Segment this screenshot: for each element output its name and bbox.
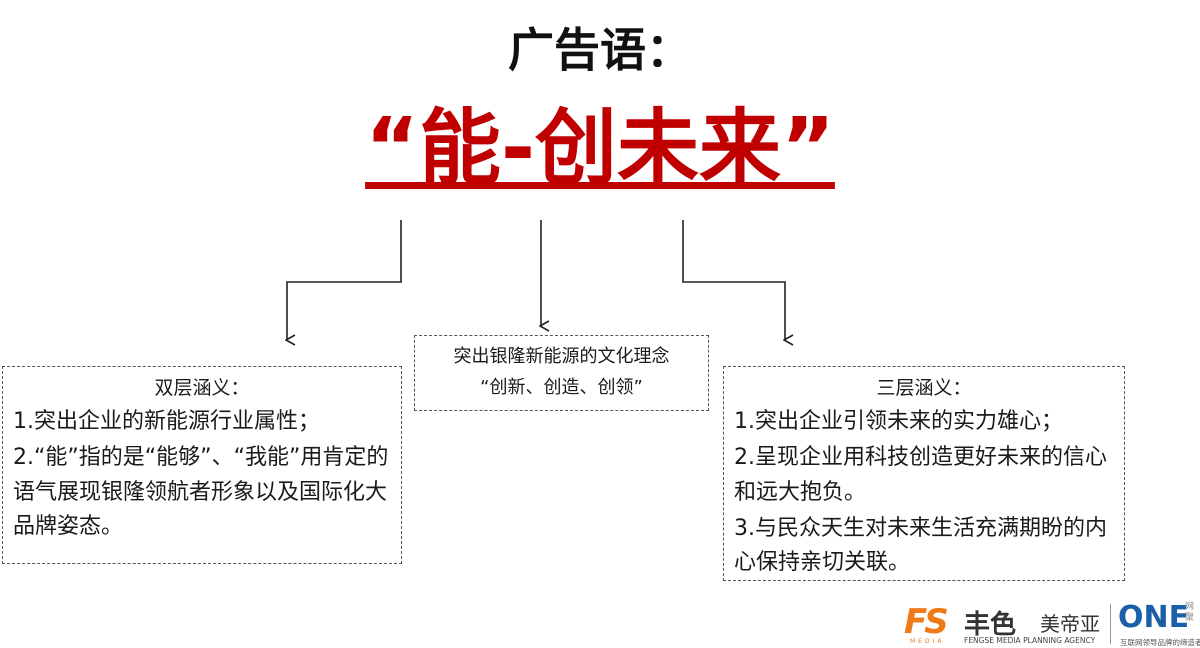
culture-concept-line-1: 突出银隆新能源的文化理念 xyxy=(453,346,670,367)
double-meaning-box: 双层涵义： 1.突出企业的新能源行业属性； 2.“能”指的是“能够”、“我能”用… xyxy=(2,366,402,564)
culture-concept-box: 突出银隆新能源的文化理念 “创新、创造、创领” xyxy=(414,335,709,411)
fs-logo-icon: FS xyxy=(904,602,949,642)
slogan: “能-创未来” xyxy=(0,100,1200,198)
footer-logos: FS MEDIA 丰色 美帝亚 FENGSE MEDIA PLANNING AG… xyxy=(900,600,1200,647)
triple-meaning-box: 三层涵义： 1.突出企业引领未来的实力雄心； 2.呈现企业用科技创造更好未来的信… xyxy=(723,366,1125,581)
double-meaning-point-2: 2.“能”指的是“能够”、“我能”用肯定的语气展现银隆领航者形象以及国际化大品牌… xyxy=(13,445,389,539)
logo-divider xyxy=(1110,604,1111,644)
brand-name-cn: 丰色 xyxy=(964,610,1017,640)
page-title: 广告语： xyxy=(508,23,692,77)
triple-meaning-point-2: 2.呈现企业用科技创造更好未来的信心和远大抱负。 xyxy=(734,445,1107,505)
double-meaning-heading: 双层涵义： xyxy=(154,377,250,399)
arrow-right xyxy=(682,220,785,340)
culture-concept-line-2: “创新、创造、创领” xyxy=(480,376,643,398)
one-logo: ONE xyxy=(1118,600,1190,635)
triple-meaning-point-3: 3.与民众天生对未来生活充满期盼的内心保持亲切关联。 xyxy=(734,515,1107,575)
double-meaning-point-1: 1.突出企业的新能源行业属性； xyxy=(13,409,320,435)
arrow-left xyxy=(287,220,402,340)
fs-logo-media: MEDIA xyxy=(910,638,945,645)
brand-name-en: FENGSE MEDIA PLANNING AGENCY xyxy=(964,636,1096,645)
slogan-text: “能-创未来” xyxy=(365,101,835,196)
triple-meaning-point-1: 1.突出企业引领未来的实力雄心； xyxy=(734,409,1063,435)
triple-meaning-heading: 三层涵义： xyxy=(876,377,972,399)
one-logo-side: 网 聚 xyxy=(1185,602,1195,623)
brand-name-cn-2: 美帝亚 xyxy=(1040,612,1100,636)
one-logo-tagline: 互联网领导品牌的缔造者 xyxy=(1120,638,1200,647)
